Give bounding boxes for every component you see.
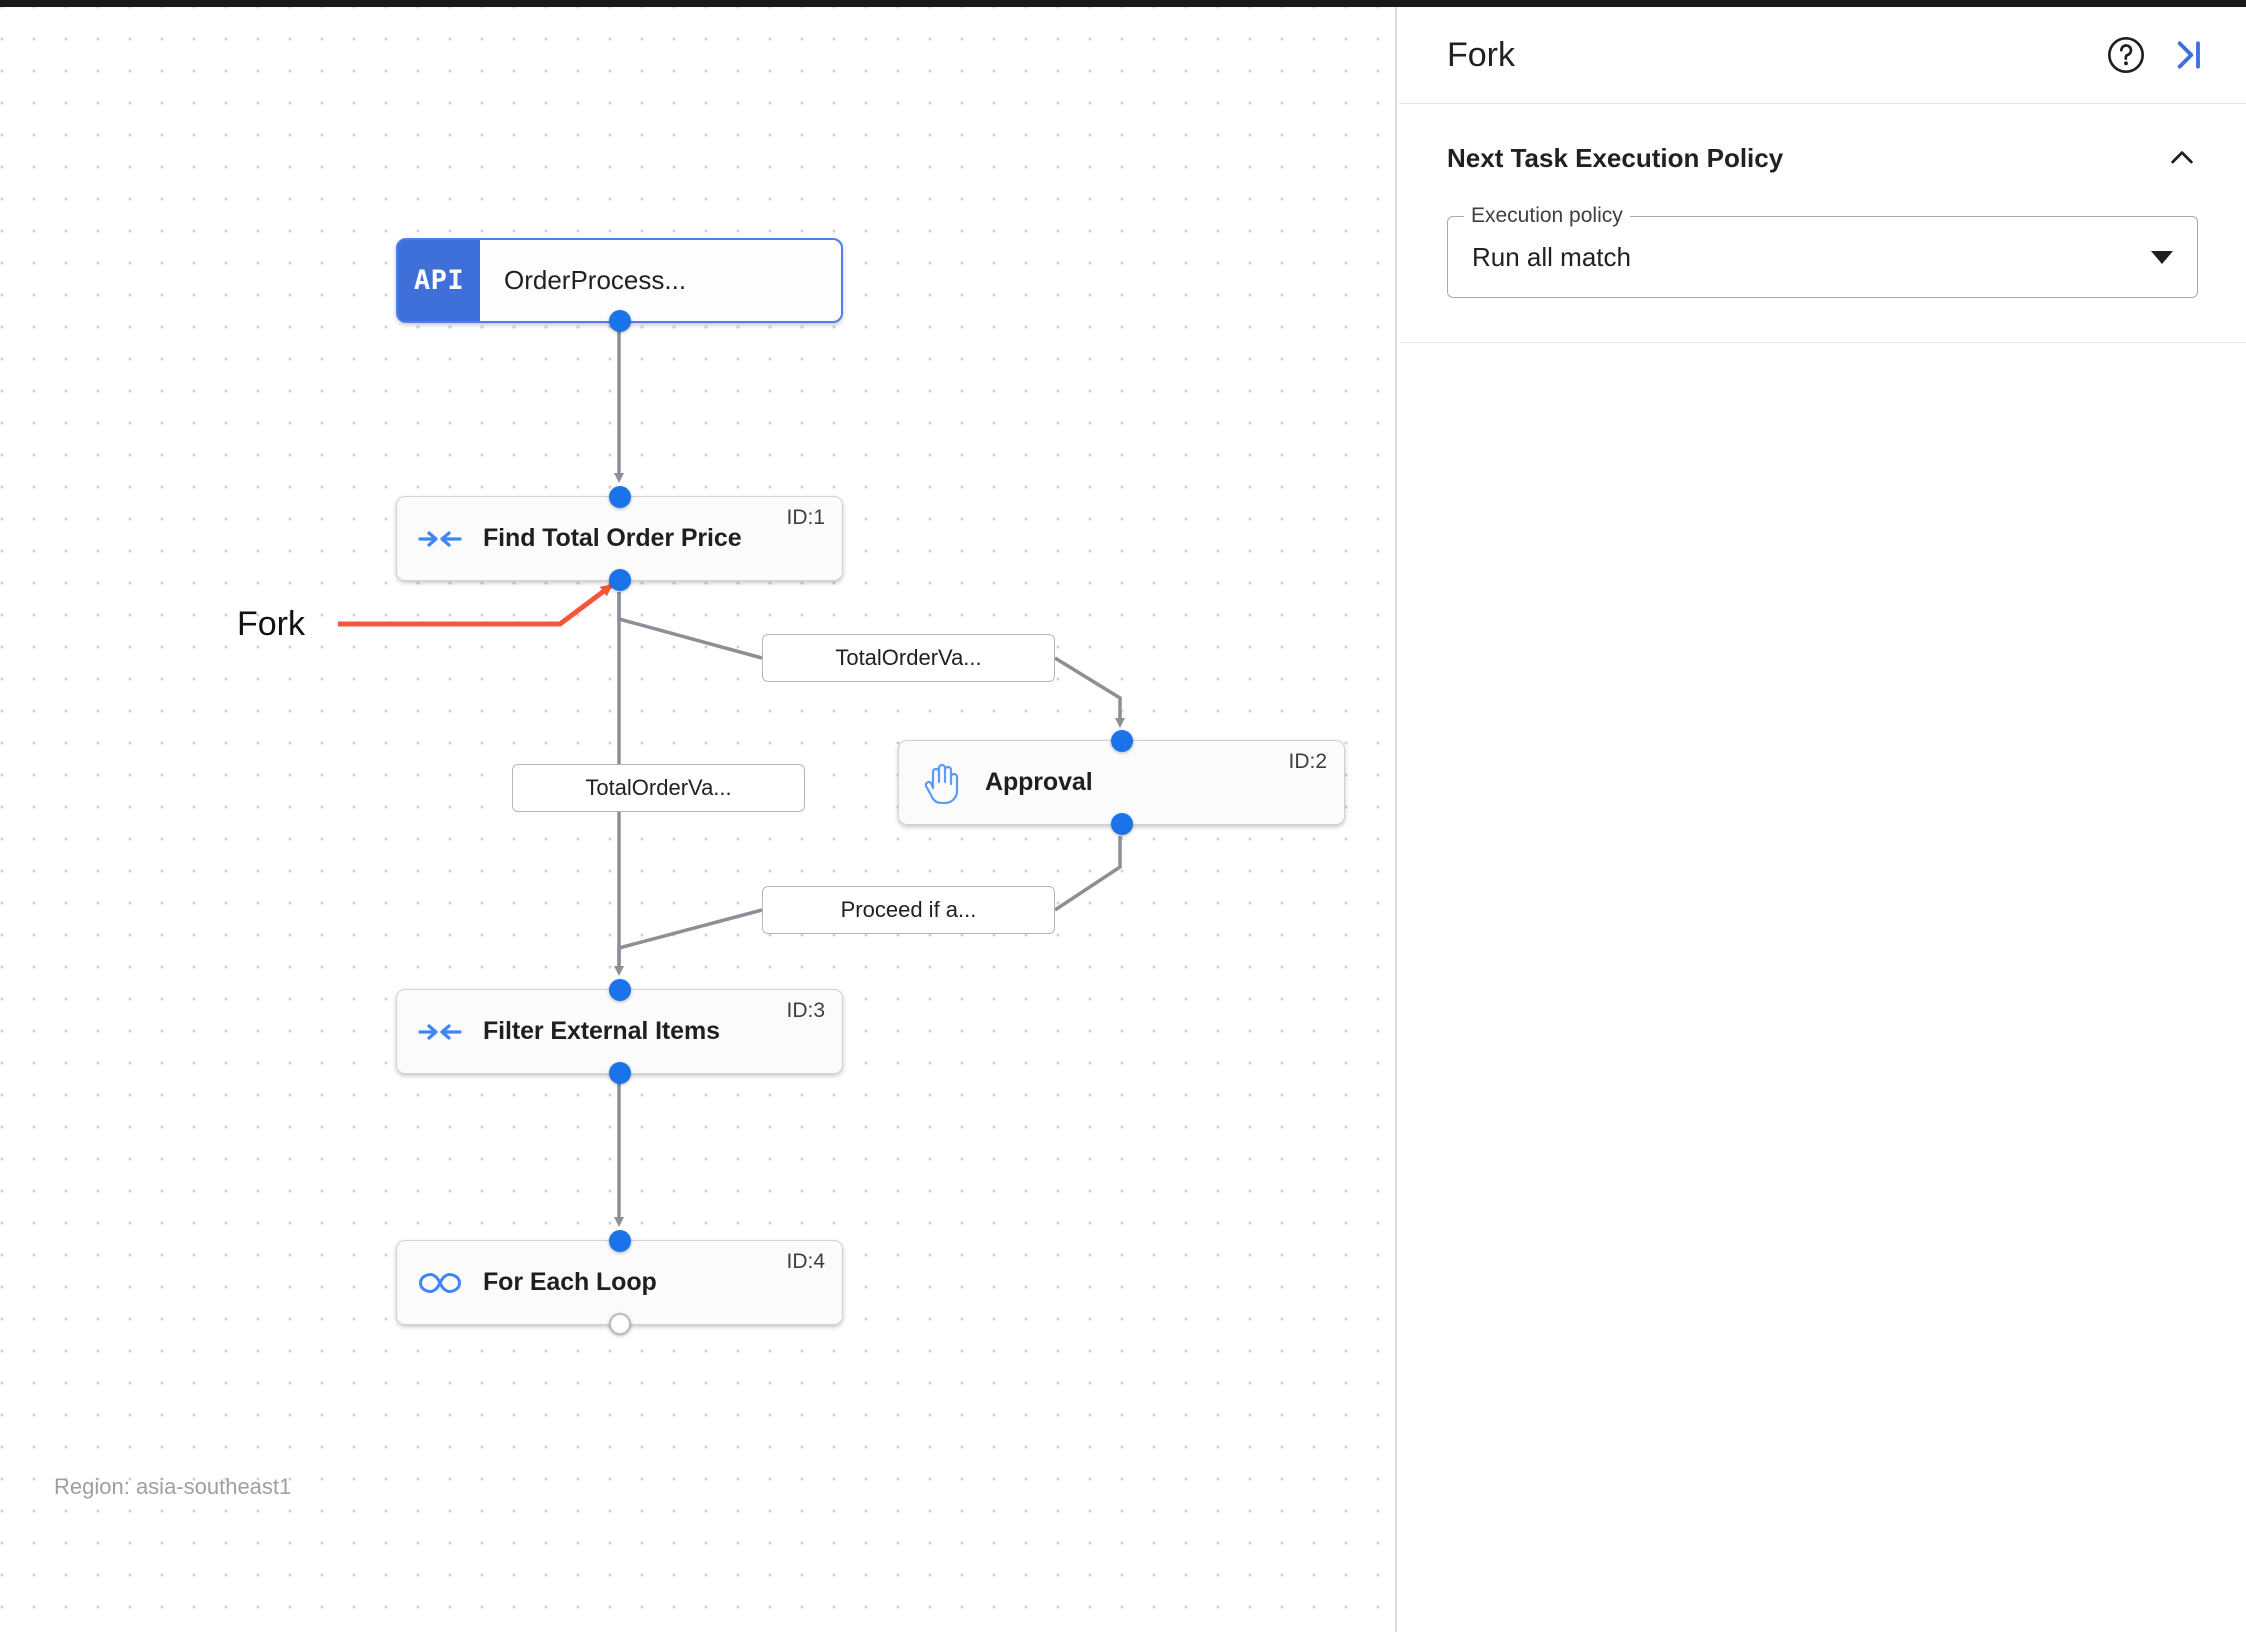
input-port[interactable] [1110, 730, 1133, 752]
execution-policy-select[interactable]: Execution policy Run all match [1447, 204, 2198, 298]
node-title: For Each Loop [483, 1268, 657, 1296]
input-port[interactable] [608, 979, 631, 1001]
chevron-up-icon[interactable] [2166, 142, 2198, 174]
node-title: Filter External Items [483, 1017, 720, 1045]
workflow-canvas[interactable]: API OrderProcess... Find Total Order Pri… [0, 7, 1397, 1632]
edge-layer [338, 325, 1125, 1227]
node-id-badge: ID:1 [786, 506, 825, 529]
node-approval[interactable]: Approval ID:2 [898, 730, 1345, 835]
node-title: OrderProcess... [504, 265, 687, 295]
node-title: Find Total Order Price [483, 524, 742, 552]
execution-policy-value: Run all match [1472, 241, 1631, 272]
node-id-badge: ID:2 [1288, 750, 1327, 773]
infinity-icon [397, 1270, 483, 1296]
region-label: Region: asia-southeast1 [54, 1474, 292, 1499]
execution-policy-label: Execution policy [1464, 204, 1630, 228]
node-for-each-loop[interactable]: For Each Loop ID:4 [396, 1230, 843, 1335]
edge-label-condition[interactable]: TotalOrderVa... [512, 764, 805, 812]
output-port[interactable] [608, 1062, 631, 1084]
node-trigger-orderprocess[interactable]: API OrderProcess... [396, 238, 843, 332]
output-port[interactable] [608, 1313, 631, 1335]
node-filter-external-items[interactable]: Filter External Items ID:3 [396, 979, 843, 1084]
hand-icon [899, 762, 985, 804]
panel-header: Fork [1399, 7, 2246, 104]
edge-label-condition[interactable]: Proceed if a... [762, 886, 1055, 934]
section-next-task-execution-policy: Next Task Execution Policy Execution pol… [1399, 104, 2246, 343]
properties-panel: Fork Next Task Execution Policy [1399, 7, 2246, 1632]
top-bar [0, 0, 2246, 7]
output-port[interactable] [608, 569, 631, 591]
output-port[interactable] [1110, 813, 1133, 835]
node-id-badge: ID:4 [786, 1250, 825, 1273]
chevron-down-icon[interactable] [2151, 250, 2173, 264]
merge-arrows-icon [397, 524, 483, 554]
edge-label-condition[interactable]: TotalOrderVa... [762, 634, 1055, 682]
node-id-badge: ID:3 [786, 999, 825, 1022]
output-port[interactable] [608, 310, 631, 332]
annotation-label-fork: Fork [237, 605, 305, 643]
panel-title: Fork [1447, 35, 1515, 74]
section-header[interactable]: Next Task Execution Policy [1447, 142, 2198, 174]
collapse-panel-icon[interactable] [2168, 35, 2208, 75]
api-badge-icon: API [398, 240, 480, 321]
input-port[interactable] [608, 1230, 631, 1252]
node-title: Approval [985, 768, 1093, 796]
node-find-total-order-price[interactable]: Find Total Order Price ID:1 [396, 486, 843, 591]
merge-arrows-icon [397, 1017, 483, 1047]
input-port[interactable] [608, 486, 631, 508]
help-circle-icon[interactable] [2106, 35, 2146, 75]
section-title: Next Task Execution Policy [1447, 142, 1784, 173]
